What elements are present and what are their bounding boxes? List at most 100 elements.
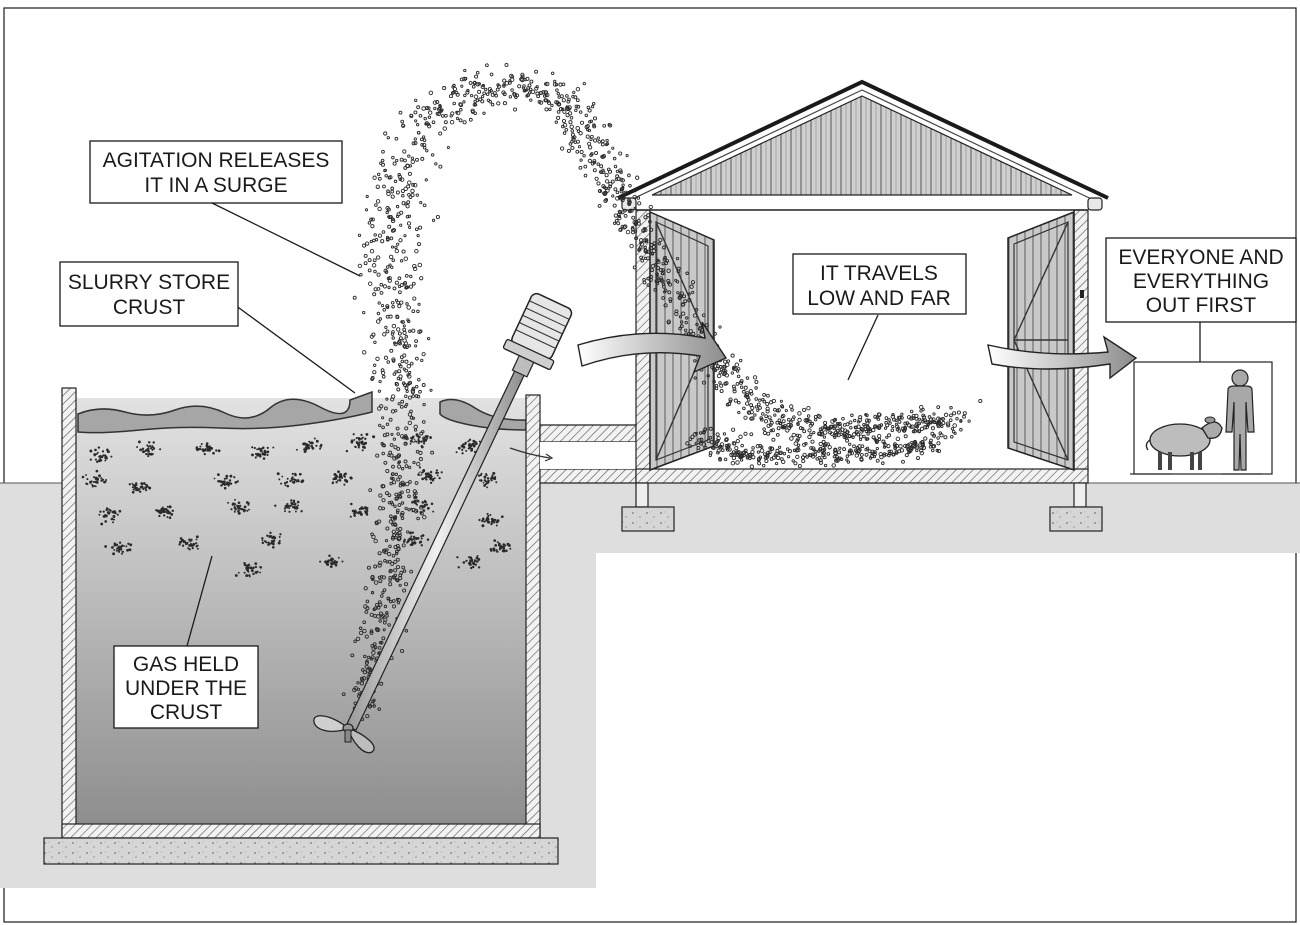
gas-dot	[397, 460, 402, 464]
gas-dot	[381, 149, 385, 154]
gas-dot	[400, 320, 404, 324]
gas-dot	[727, 447, 732, 452]
gas-dot	[565, 112, 570, 118]
gas-dot	[377, 563, 382, 568]
gas-dot	[366, 565, 371, 570]
gas-dot	[839, 457, 844, 462]
gas-dot	[259, 455, 262, 458]
gas-dot	[943, 435, 948, 440]
gas-dot	[385, 526, 390, 531]
gas-dot	[573, 95, 578, 100]
gas-dot	[801, 459, 806, 464]
gas-dot	[548, 107, 552, 111]
gas-dot	[757, 461, 762, 466]
gas-dot	[481, 519, 484, 523]
gas-dot	[483, 476, 487, 479]
gas-dot	[891, 452, 896, 457]
gas-dot	[392, 161, 397, 166]
gas-dot	[405, 163, 411, 169]
gas-dot	[467, 440, 470, 443]
gas-dot	[339, 472, 343, 476]
gas-dot	[417, 329, 422, 334]
gas-dot	[354, 445, 357, 449]
gas-dot	[217, 473, 220, 476]
gas-dot	[490, 479, 493, 482]
gas-dot	[385, 265, 390, 269]
gas-dot	[338, 479, 341, 482]
gas-dot	[142, 450, 145, 454]
gas-dot	[873, 425, 877, 429]
gas-dot	[409, 361, 414, 366]
gas-dot	[416, 503, 418, 506]
gas-dot	[390, 189, 395, 194]
gas-dot	[422, 442, 426, 445]
gas-dot	[206, 447, 210, 451]
gas-dot	[724, 381, 729, 386]
gas-dot	[401, 193, 405, 198]
gas-dot	[756, 456, 762, 462]
gas-dot	[417, 442, 420, 445]
gas-dot	[191, 547, 194, 550]
gas-dot	[94, 477, 98, 480]
gas-dot	[395, 557, 400, 562]
gas-dot	[935, 448, 939, 453]
gas-dot	[492, 518, 495, 522]
gas-dot	[953, 431, 957, 435]
gas-dot	[842, 447, 847, 452]
gas-dot	[584, 113, 589, 118]
gas-dot	[674, 309, 679, 314]
gas-dot	[726, 444, 730, 448]
gas-dot	[334, 477, 338, 480]
gas-dot	[504, 63, 509, 67]
gas-dot	[884, 416, 889, 420]
gas-dot	[477, 566, 481, 569]
gas-dot	[396, 446, 401, 451]
gas-dot	[550, 71, 555, 76]
gas-dot	[435, 471, 438, 475]
gas-dot	[129, 543, 133, 547]
gas-dot	[854, 449, 859, 454]
gas-dot	[681, 311, 686, 316]
gas-dot	[771, 437, 776, 442]
gas-dot	[416, 516, 420, 521]
gas-dot	[812, 431, 816, 435]
gas-dot	[389, 236, 394, 241]
gas-dot	[468, 117, 473, 122]
gas-dot	[612, 156, 617, 161]
gas-dot	[395, 508, 400, 513]
gas-dot	[681, 302, 685, 307]
gas-dot	[649, 227, 654, 232]
gas-dot	[807, 428, 812, 433]
gas-dot	[849, 426, 853, 430]
gas-dot	[462, 100, 466, 104]
gas-dot	[138, 488, 141, 491]
gas-dot	[409, 537, 412, 540]
gas-dot	[474, 559, 477, 563]
gas-dot	[558, 82, 563, 87]
gas-dot	[440, 471, 443, 474]
gas-dot	[290, 501, 294, 505]
gas-dot	[393, 559, 398, 564]
gas-dot	[679, 324, 684, 329]
gas-dot	[662, 245, 666, 250]
gas-dot	[108, 508, 111, 511]
gas-dot	[712, 331, 717, 336]
gas-dot	[926, 422, 931, 426]
gas-dot	[854, 453, 859, 458]
gas-dot	[768, 423, 773, 427]
gas-dot	[863, 427, 868, 432]
gas-dot	[856, 432, 861, 437]
gas-dot	[261, 453, 264, 456]
gas-dot	[86, 483, 89, 486]
gas-dot	[443, 120, 448, 125]
gas-dot	[649, 274, 653, 279]
gas-dot	[403, 256, 409, 261]
gas-dot	[413, 542, 415, 545]
gas-dot	[814, 450, 818, 454]
gas-dot	[468, 556, 471, 559]
gas-dot	[701, 313, 706, 318]
gas-dot	[373, 613, 377, 618]
gas-dot	[390, 332, 395, 336]
gas-dot	[355, 636, 361, 642]
gas-dot	[716, 448, 721, 453]
